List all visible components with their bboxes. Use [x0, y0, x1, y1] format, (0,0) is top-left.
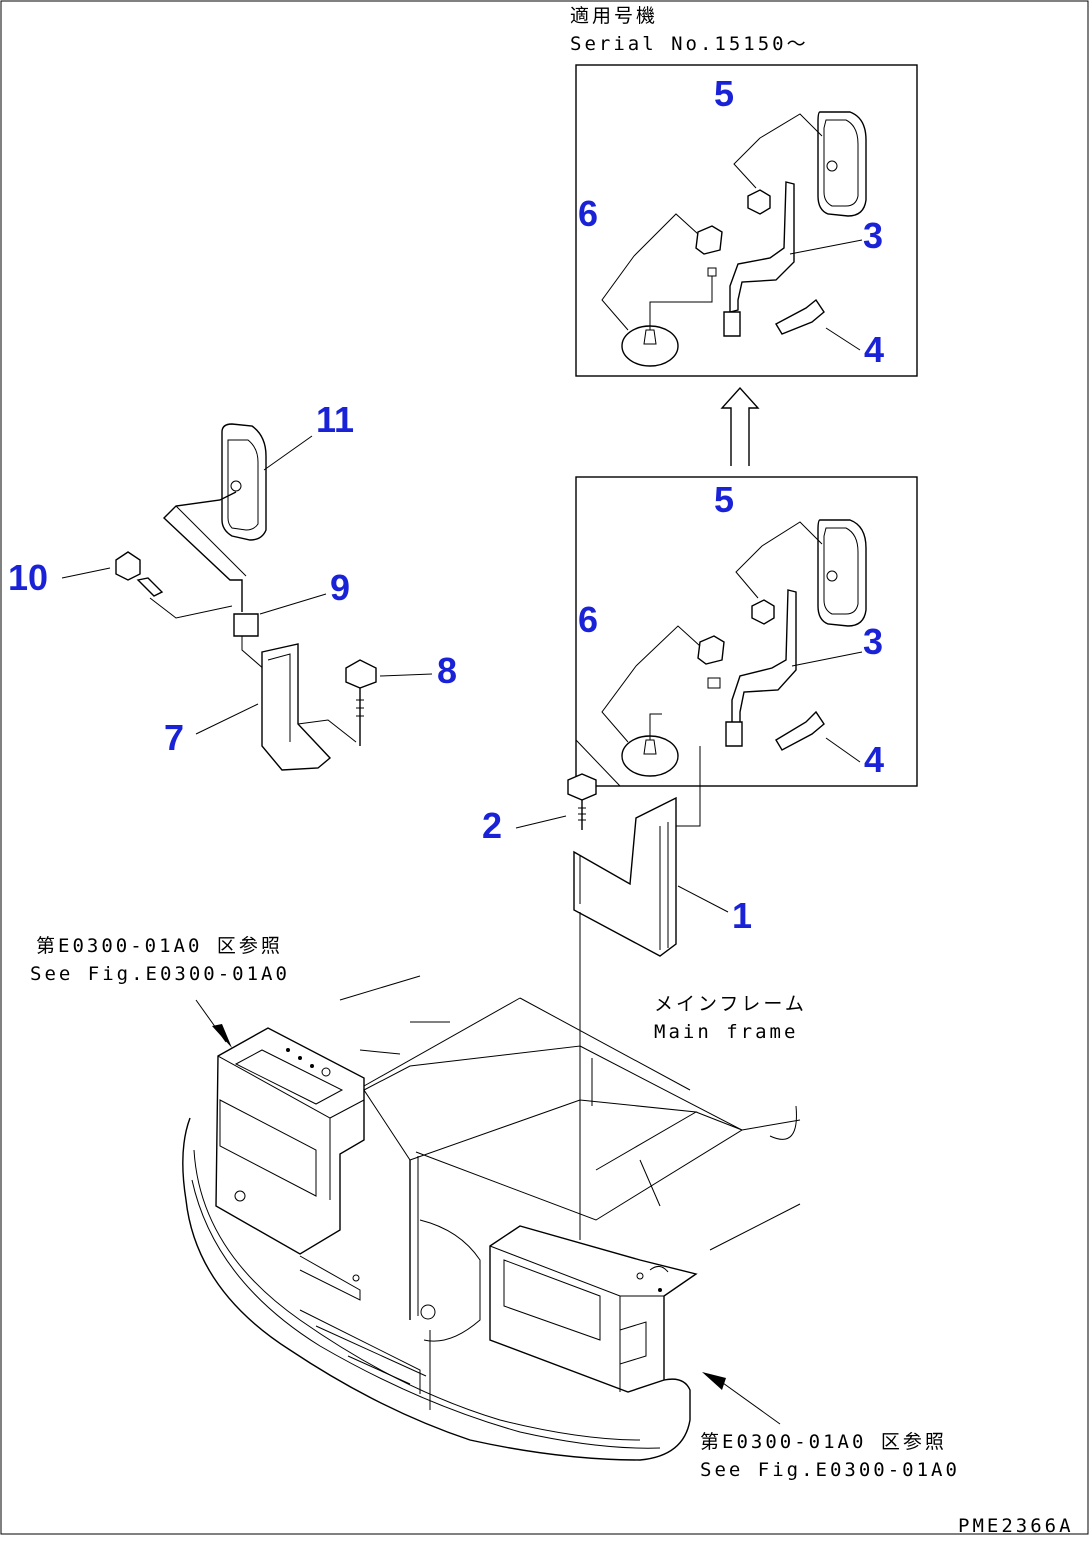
- callout-10: 10: [8, 557, 48, 598]
- clamp-icon: [233, 613, 259, 637]
- main-frame-label-en: Main frame: [654, 1021, 798, 1043]
- mirror-assembly-old: [575, 519, 867, 827]
- bracket-icon: [573, 796, 677, 957]
- callout-5-mid: 5: [714, 479, 734, 520]
- bolt-icon: [775, 298, 825, 335]
- mirror-glass-icon: [817, 519, 867, 627]
- stay-bracket-icon: [261, 643, 332, 771]
- ref-note-left-jp: 第E0300-01A0 区参照: [36, 935, 283, 957]
- main-frame-drawing: [182, 975, 801, 1461]
- cap-icon: [697, 635, 725, 665]
- pointer-arrow-icon: [702, 1372, 726, 1390]
- nut-icon: [747, 189, 771, 215]
- callout-4-top: 4: [864, 329, 884, 370]
- stay-icon: [729, 181, 795, 313]
- callout-9: 9: [330, 567, 350, 608]
- bolt-icon: [345, 659, 377, 689]
- callout-6-mid: 6: [578, 599, 598, 640]
- main-frame-label-jp: メインフレーム: [654, 993, 807, 1015]
- serial-note-en: Serial No.15150～: [570, 33, 809, 55]
- cap-icon: [695, 225, 723, 255]
- callout-6-top: 6: [578, 193, 598, 234]
- callout-2: 2: [482, 805, 502, 846]
- callout-3-mid: 3: [863, 621, 883, 662]
- ref-note-right-jp: 第E0300-01A0 区参照: [700, 1431, 947, 1453]
- callout-7: 7: [164, 717, 184, 758]
- pointer-arrow-icon: [212, 1024, 232, 1048]
- washer-icon: [621, 325, 679, 367]
- washer-icon: [621, 735, 679, 777]
- knob-icon: [115, 551, 141, 581]
- callout-1: 1: [732, 895, 752, 936]
- drawing-code: PME2366A: [958, 1515, 1074, 1536]
- callout-5-top: 5: [714, 73, 734, 114]
- mirror-glass-icon: [221, 423, 267, 541]
- callout-3-top: 3: [863, 215, 883, 256]
- mirror-assembly-new: [601, 111, 867, 367]
- bracket-part-1: [573, 796, 677, 957]
- callout-11: 11: [316, 399, 354, 440]
- bolt-part-2: [515, 773, 597, 1240]
- callout-4-mid: 4: [864, 739, 884, 780]
- detail-box-old: [575, 476, 918, 787]
- ref-note-right-en: See Fig.E0300-01A0: [700, 1459, 960, 1481]
- callout-8: 8: [437, 650, 457, 691]
- serial-note-jp: 適用号機: [570, 5, 658, 27]
- detail-box-new: [575, 64, 918, 377]
- bolt-head-icon: [567, 773, 597, 801]
- nut-icon: [751, 599, 775, 625]
- arrow-up-icon: [720, 386, 760, 466]
- mirror-glass-icon: [817, 111, 867, 217]
- mirror-assembly-left: [61, 423, 433, 771]
- ref-note-left-en: See Fig.E0300-01A0: [30, 963, 290, 985]
- bolt-icon: [775, 710, 825, 751]
